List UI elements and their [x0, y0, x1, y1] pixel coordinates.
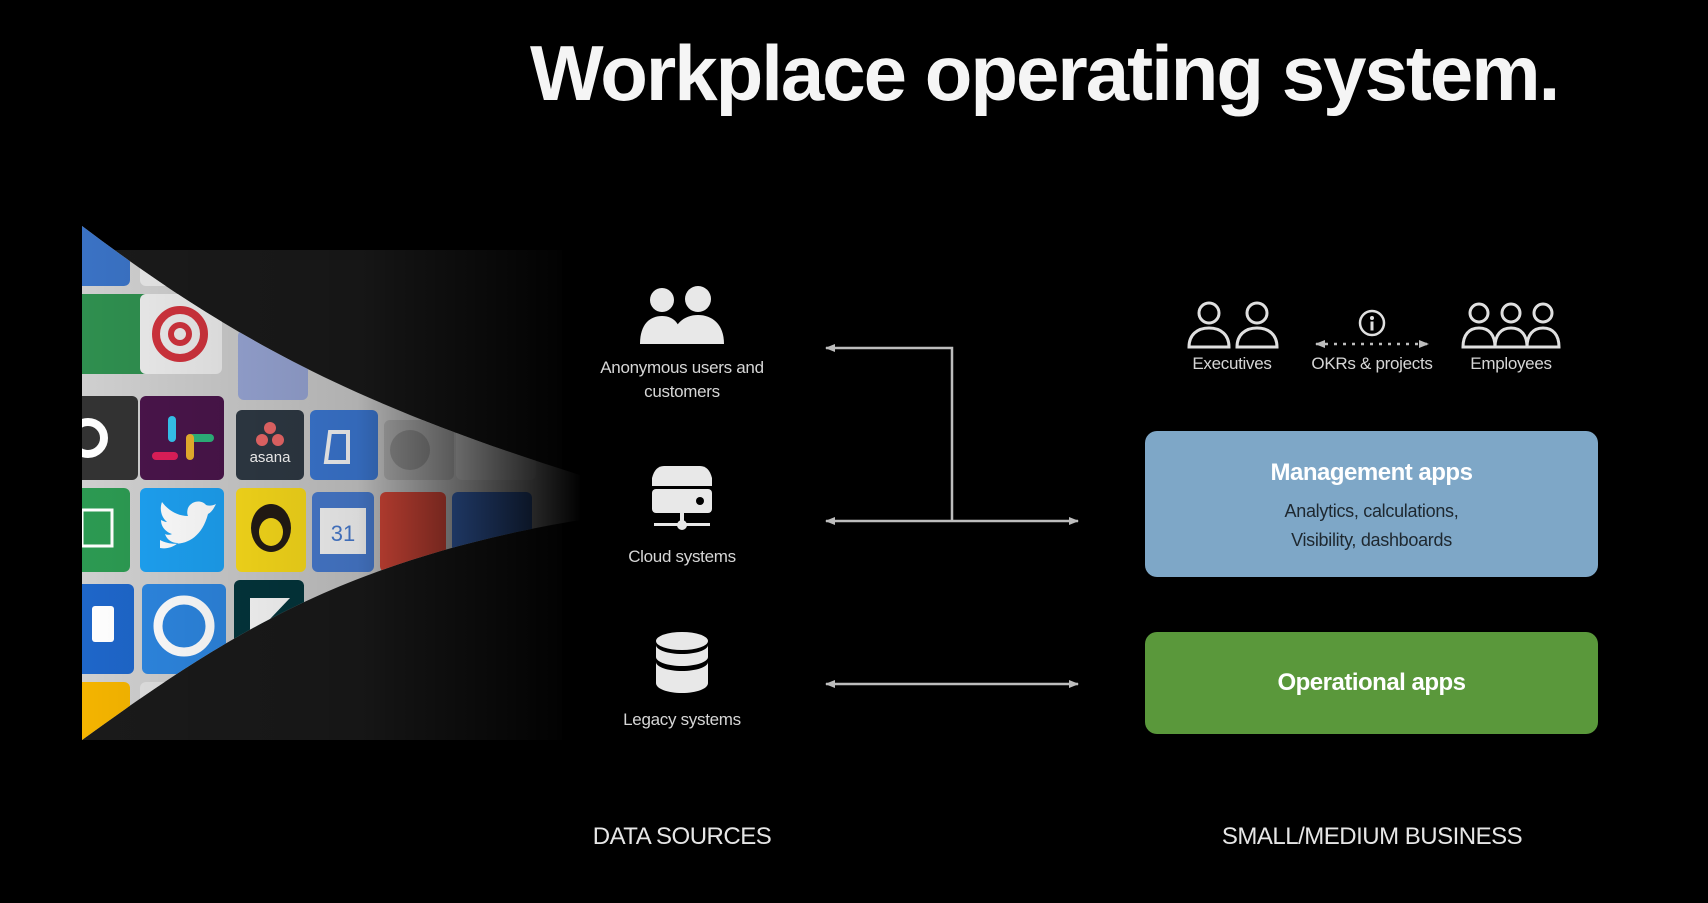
management-apps-title: Management apps: [1270, 459, 1473, 486]
okrs-label: OKRs & projects: [1311, 354, 1433, 373]
server-icon: [652, 466, 712, 530]
page-title: Workplace operating system.: [530, 29, 1560, 117]
operational-apps-box: Operational apps: [1145, 632, 1598, 734]
business-label: SMALL/MEDIUM BUSINESS: [1221, 823, 1523, 850]
management-apps-box: Management apps Analytics, calculations,…: [1145, 431, 1598, 577]
database-icon: [656, 632, 708, 693]
management-apps-desc: Analytics, calculations, Visibility, das…: [1284, 501, 1459, 550]
employees-label: Employees: [1470, 354, 1552, 373]
source-label-legacy: Legacy systems: [623, 710, 741, 729]
source-label-anonymous: Anonymous users and customers: [600, 358, 764, 401]
employees-icon: [1461, 302, 1561, 349]
executives-icon: [1187, 301, 1279, 349]
users-icon: [640, 286, 724, 344]
executives-label: Executives: [1192, 354, 1272, 373]
source-label-cloud: Cloud systems: [628, 547, 736, 566]
data-sources-label: DATA SOURCES: [592, 823, 772, 850]
info-icon: [1358, 309, 1386, 337]
arrow-anonymous: [825, 344, 954, 521]
operational-apps-title: Operational apps: [1277, 669, 1466, 696]
